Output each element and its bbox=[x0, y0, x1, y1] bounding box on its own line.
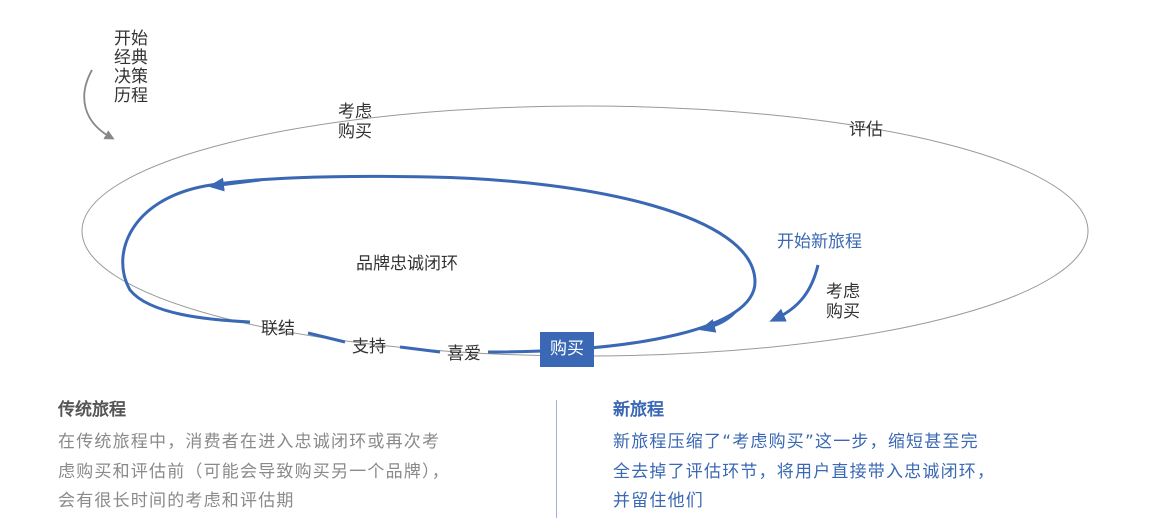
loyalty-loop-path bbox=[121, 174, 757, 354]
loop-arrow-right bbox=[699, 310, 737, 333]
start-arrow bbox=[83, 69, 115, 140]
start-classic-label: 开始 经典 决策 历程 bbox=[114, 29, 148, 106]
traditional-journey-text: 在传统旅程中，消费者在进入忠诚闭环或再次考 虑购买和评估前（可能会导致购买另一个… bbox=[58, 432, 450, 511]
evaluate-label: 评估 bbox=[849, 120, 883, 140]
outer-journey-ellipse bbox=[81, 105, 1089, 357]
journey-diagram bbox=[81, 69, 1089, 357]
new-journey-section: 新旅程 新旅程压缩了“考虑购买”这一步，缩短甚至完 全去掉了评估环节，将用户直接… bbox=[613, 398, 1083, 517]
new-journey-title: 新旅程 bbox=[613, 400, 664, 420]
inner-consider-label: 考虑 购买 bbox=[826, 282, 860, 322]
traditional-journey-section: 传统旅程 在传统旅程中，消费者在进入忠诚闭环或再次考 虑购买和评估前（可能会导致… bbox=[58, 398, 528, 517]
new-journey-arrow bbox=[769, 264, 820, 322]
loyalty-loop-label: 品牌忠诚闭环 bbox=[356, 254, 458, 274]
new-journey-start-label: 开始新旅程 bbox=[777, 232, 862, 252]
buy-box: 购买 bbox=[540, 332, 594, 367]
love-label: 喜爱 bbox=[447, 344, 481, 364]
connect-support-segment bbox=[307, 331, 346, 344]
new-journey-text: 新旅程压缩了“考虑购买”这一步，缩短甚至完 全去掉了评估环节，将用户直接带入忠诚… bbox=[613, 432, 996, 511]
outer-consider-label: 考虑 购买 bbox=[338, 102, 372, 142]
support-label: 支持 bbox=[352, 337, 386, 357]
loop-arrow-left bbox=[208, 177, 261, 192]
connect-label: 联结 bbox=[261, 319, 295, 339]
traditional-journey-title: 传统旅程 bbox=[58, 400, 126, 420]
support-love-segment bbox=[399, 345, 441, 354]
column-divider bbox=[556, 400, 557, 518]
